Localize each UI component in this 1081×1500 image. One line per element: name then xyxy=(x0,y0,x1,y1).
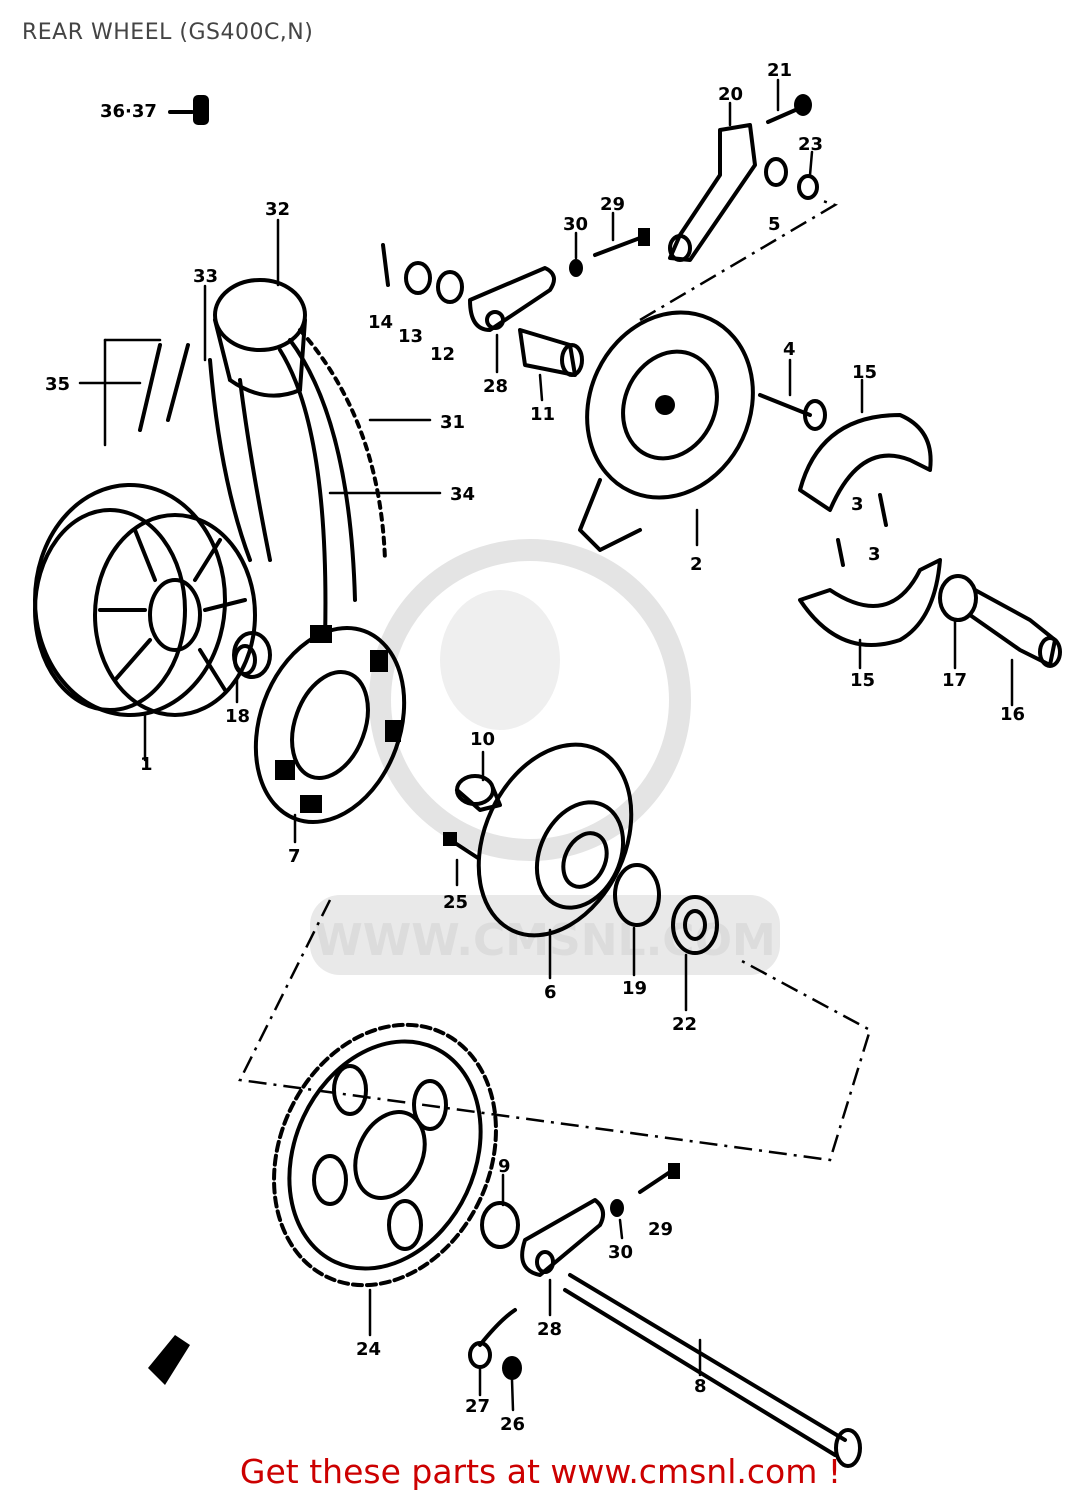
label-7: 7 xyxy=(288,846,301,867)
label-6: 6 xyxy=(544,982,557,1003)
part-8-axle xyxy=(563,1273,862,1468)
part-28-arm-bottom xyxy=(520,1198,606,1277)
label-25: 25 xyxy=(443,892,468,913)
footer-link-text[interactable]: Get these parts at www.cmsnl.com ! xyxy=(239,1452,842,1491)
label-29b: 29 xyxy=(648,1219,673,1240)
part-4-camshaft xyxy=(758,393,827,431)
label-17: 17 xyxy=(942,670,967,691)
label-33: 33 xyxy=(193,266,218,287)
part-2-brake-panel xyxy=(578,310,755,552)
label-27: 27 xyxy=(465,1396,490,1417)
label-1: 1 xyxy=(140,754,153,775)
part-17-bearing xyxy=(938,574,978,622)
part-6-sprocket-drum xyxy=(476,742,634,938)
label-31: 31 xyxy=(440,412,465,433)
part-24-rear-sprocket xyxy=(272,1022,498,1288)
leader-lines xyxy=(78,78,1014,1412)
label-30a: 30 xyxy=(563,214,588,235)
label-34: 34 xyxy=(450,484,475,505)
label-18: 18 xyxy=(225,706,250,727)
label-2: 2 xyxy=(690,554,703,575)
label-10: 10 xyxy=(470,729,495,750)
part-19-bearing xyxy=(613,863,661,927)
label-14: 14 xyxy=(368,312,393,333)
part-29-30-bolt-nut-bottom xyxy=(610,1163,680,1217)
label-12: 12 xyxy=(430,344,455,365)
label-28b: 28 xyxy=(537,1319,562,1340)
part-18-bearing xyxy=(232,631,272,679)
label-20: 20 xyxy=(718,84,743,105)
part-29-30-bolt-nut-top xyxy=(569,228,650,277)
label-11: 11 xyxy=(530,404,555,425)
label-24: 24 xyxy=(356,1339,381,1360)
part-1-wheel xyxy=(33,483,257,717)
part-28-arm-top xyxy=(468,266,556,332)
part-32-hub xyxy=(213,278,307,398)
part-26-nut xyxy=(502,1356,522,1380)
label-22: 22 xyxy=(672,1014,697,1035)
label-32: 32 xyxy=(265,199,290,220)
label-4: 4 xyxy=(783,339,796,360)
part-35-spokes xyxy=(103,338,190,447)
part-22-oil-seal xyxy=(671,895,719,955)
label-15b: 15 xyxy=(850,670,875,691)
part-16-sleeve xyxy=(968,588,1062,668)
part-31-34-tyre-tube xyxy=(208,328,387,642)
part-21-bolt xyxy=(766,94,812,124)
label-26: 26 xyxy=(500,1414,525,1435)
part-11-spacer xyxy=(518,328,584,377)
part-36-37-reference: 36·37 xyxy=(100,95,209,125)
watermark-text: WWW.CMSNL.COM xyxy=(314,915,776,966)
part-5-23-nut-washer xyxy=(764,157,819,200)
label-3b: 3 xyxy=(868,544,881,565)
page-title: REAR WHEEL (GS400C,N) xyxy=(22,20,314,45)
header-ref-label: 36·37 xyxy=(100,101,157,122)
label-16: 16 xyxy=(1000,704,1025,725)
part-15-brake-shoes xyxy=(798,413,942,647)
part-9-spacer xyxy=(480,1201,520,1249)
part-number-labels: 1 2 3 3 4 5 6 7 8 9 10 11 12 13 14 15 15… xyxy=(45,60,1025,1435)
assembly-line-sprocket xyxy=(238,899,872,1162)
label-8: 8 xyxy=(694,1376,707,1397)
part-10-spacer xyxy=(455,774,502,812)
part-25-bolt xyxy=(443,832,480,860)
watermark-logo: WWW.CMSNL.COM xyxy=(310,539,780,975)
label-23: 23 xyxy=(798,134,823,155)
label-35: 35 xyxy=(45,374,70,395)
label-29a: 29 xyxy=(600,194,625,215)
assembly-line-top xyxy=(639,198,838,322)
part-20-brake-arm xyxy=(668,123,757,262)
label-28a: 28 xyxy=(483,376,508,397)
label-15a: 15 xyxy=(852,362,877,383)
label-30b: 30 xyxy=(608,1242,633,1263)
label-3a: 3 xyxy=(851,494,864,515)
label-9: 9 xyxy=(498,1156,511,1177)
label-19: 19 xyxy=(622,978,647,999)
label-13: 13 xyxy=(398,326,423,347)
front-direction-arrow-icon xyxy=(148,1335,190,1385)
label-21: 21 xyxy=(767,60,792,81)
label-5: 5 xyxy=(768,214,781,235)
parts-12-13-14 xyxy=(381,243,464,304)
